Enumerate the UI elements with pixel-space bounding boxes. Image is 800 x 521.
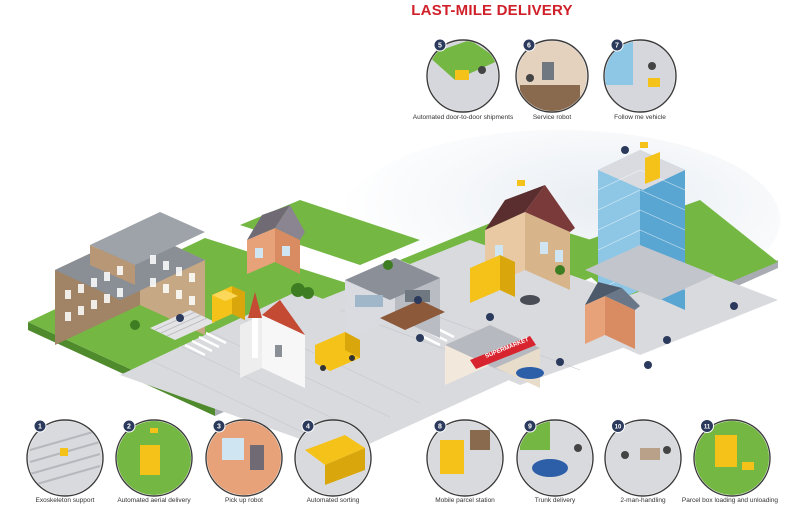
caption-1: Exoskeleton support bbox=[35, 497, 95, 504]
church bbox=[240, 292, 305, 388]
callout-circle-4 bbox=[294, 419, 372, 497]
svg-text:11: 11 bbox=[704, 425, 711, 431]
svg-text:6: 6 bbox=[527, 43, 531, 50]
dark-car bbox=[520, 295, 540, 305]
blue-car bbox=[516, 367, 544, 379]
parcel-station-vehicle bbox=[470, 255, 515, 303]
callout-circle-8 bbox=[426, 419, 504, 497]
badge-7: 7 bbox=[610, 38, 624, 52]
caption-2: Automated aerial delivery bbox=[117, 497, 191, 504]
caption-3: Pick up robot bbox=[225, 497, 263, 504]
trees bbox=[130, 260, 565, 330]
delivery-van bbox=[315, 332, 360, 371]
office-building bbox=[55, 212, 215, 345]
corner-house bbox=[585, 282, 640, 349]
caption-6: Service robot bbox=[532, 114, 572, 121]
parcel-locker bbox=[212, 286, 245, 323]
glass-tower bbox=[585, 150, 715, 310]
svg-text:3: 3 bbox=[217, 424, 221, 431]
badge-11: 11 bbox=[700, 419, 714, 433]
svg-text:9: 9 bbox=[528, 424, 532, 431]
badge-6: 6 bbox=[522, 38, 536, 52]
caption-9: Trunk delivery bbox=[534, 497, 576, 504]
callout-circle-1 bbox=[26, 419, 104, 497]
slab-side bbox=[28, 322, 215, 416]
small-house bbox=[247, 205, 305, 274]
badge-10: 10 bbox=[611, 419, 625, 433]
badge-2: 2 bbox=[122, 419, 136, 433]
callout-circle-7 bbox=[603, 39, 677, 113]
caption-8: Mobile parcel station bbox=[435, 497, 495, 504]
badge-4: 4 bbox=[301, 419, 315, 433]
callout-circle-9 bbox=[516, 419, 594, 497]
callout-circle-5 bbox=[426, 39, 500, 113]
callout-circle-10 bbox=[604, 419, 682, 497]
callout-circle-2 bbox=[115, 419, 193, 497]
page-title: LAST-MILE DELIVERY bbox=[411, 2, 573, 19]
caption-11: Parcel box loading and unloading bbox=[681, 497, 779, 504]
pavement bbox=[120, 290, 520, 455]
map-markers bbox=[176, 146, 738, 369]
caption-5: Automated door-to-door shipments bbox=[412, 114, 514, 121]
callout-circle-6 bbox=[515, 39, 589, 113]
caption-4: Automated sorting bbox=[306, 497, 360, 504]
svg-text:2: 2 bbox=[127, 424, 131, 431]
svg-text:8: 8 bbox=[438, 424, 442, 431]
svg-text:5: 5 bbox=[438, 43, 442, 50]
callout-circle-3 bbox=[205, 419, 283, 497]
badge-9: 9 bbox=[523, 419, 537, 433]
drones bbox=[517, 142, 648, 186]
callout-circle-11 bbox=[693, 419, 771, 497]
svg-text:7: 7 bbox=[615, 43, 619, 50]
badge-5: 5 bbox=[433, 38, 447, 52]
svg-text:10: 10 bbox=[615, 425, 622, 431]
badge-1: 1 bbox=[33, 419, 47, 433]
badge-8: 8 bbox=[433, 419, 447, 433]
caption-7: Follow me vehicle bbox=[614, 114, 666, 121]
svg-text:4: 4 bbox=[306, 424, 310, 431]
svg-text:1: 1 bbox=[38, 424, 42, 431]
badge-3: 3 bbox=[212, 419, 226, 433]
caption-10: 2-man-handling bbox=[620, 497, 666, 504]
